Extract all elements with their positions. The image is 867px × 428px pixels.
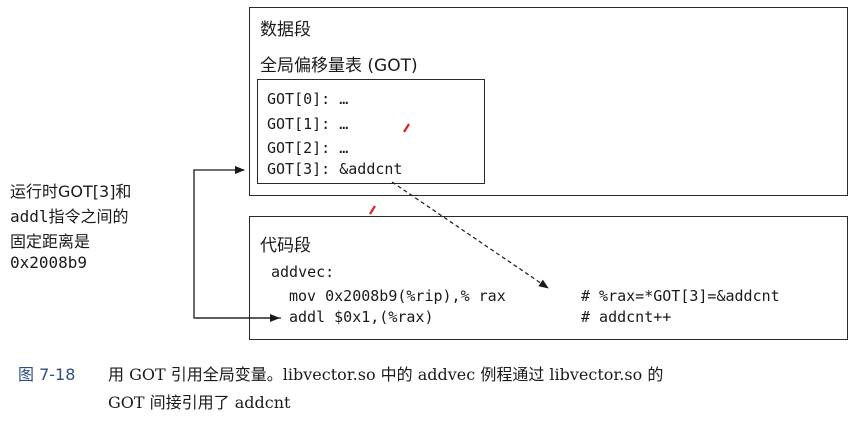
code-segment-title: 代码段 bbox=[260, 236, 311, 256]
red-mark-2 bbox=[369, 205, 376, 215]
distance-bracket-arrow bbox=[193, 166, 281, 319]
got-entry-2: GOT[2]: … bbox=[267, 139, 349, 157]
side-note-line-4: 0x2008b9 bbox=[10, 253, 88, 272]
red-mark-1 bbox=[403, 123, 410, 133]
got-entry-3: GOT[3]: &addcnt bbox=[267, 160, 403, 178]
got-entry-1: GOT[1]: … bbox=[267, 115, 349, 133]
addvec-label: addvec: bbox=[271, 263, 335, 281]
got-entry-0: GOT[0]: … bbox=[267, 90, 349, 108]
mov-instruction: mov 0x2008b9(%rip),% rax bbox=[289, 287, 506, 305]
side-note-line-3: 固定距离是 bbox=[10, 232, 91, 251]
side-note-line-1: 运行时GOT[3]和 bbox=[10, 182, 132, 201]
code-segment-box: 代码段 addvec: mov 0x2008b9(%rip),% rax add… bbox=[249, 216, 848, 340]
caption-line-2: GOT 间接引用了 addcnt bbox=[108, 393, 291, 412]
addl-instruction: addl $0x1,(%rax) bbox=[289, 308, 434, 326]
mov-comment: # %rax=*GOT[3]=&addcnt bbox=[581, 287, 780, 305]
caption-line-1: 用 GOT 引用全局变量。libvector.so 中的 addvec 例程通过… bbox=[108, 365, 664, 384]
got3-to-rax-dashed-arrow bbox=[391, 181, 549, 289]
data-segment-title: 数据段 bbox=[260, 20, 311, 40]
addl-comment: # addcnt++ bbox=[581, 308, 672, 326]
figure-label: 图 7-18 bbox=[18, 365, 76, 384]
side-note-line-2: addl指令之间的 bbox=[10, 207, 129, 226]
got-title: 全局偏移量表 (GOT) bbox=[260, 56, 418, 76]
got-table-box: GOT[0]: … GOT[1]: … GOT[2]: … GOT[3]: &a… bbox=[257, 79, 485, 184]
